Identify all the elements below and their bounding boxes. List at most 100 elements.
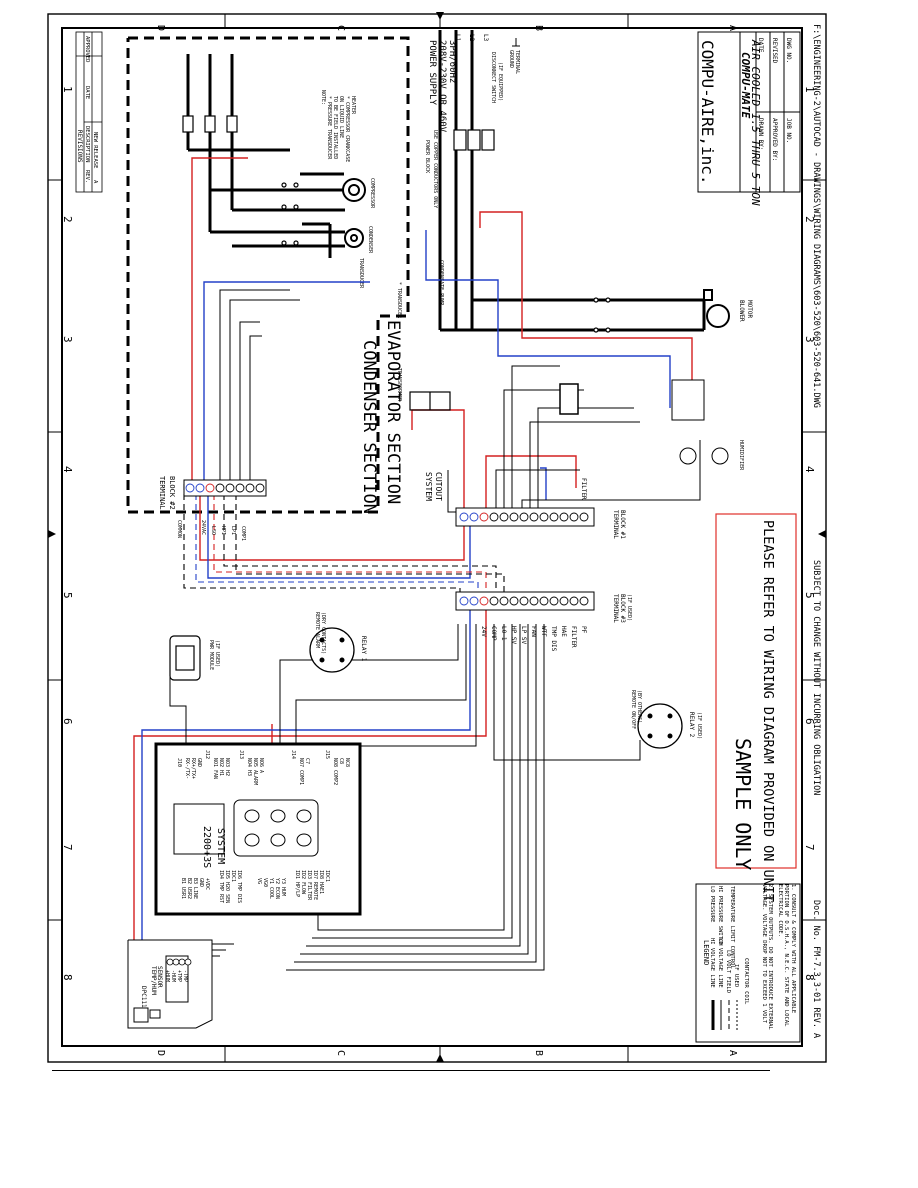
power-supply-voltage: 208V-230V OR 460V [437,40,447,133]
j4-pin-4: Y2 ECON [274,878,280,899]
controller-name: SYSTEM [215,828,226,864]
transducer-note: * TRANSDUCER [396,282,402,319]
job-no: JOB NO. [785,118,792,143]
zone-number: 3 [61,336,74,343]
zone-numbers-right: 1 2 3 4 5 6 7 8 [803,86,816,981]
j4-pin-3: Y1 COOL [268,878,274,899]
zone-number: 1 [61,86,74,93]
line-l3: L3 [482,34,489,42]
tb3-label-24v: 24V [480,626,487,637]
tb2-label-24vac: 24VAC [200,520,206,535]
remote-onoff-label: REMOTE ON/OFF [630,690,636,729]
remote-onoff-note: (BY OTHERS) [636,690,642,723]
j12-label: J12 [204,750,210,759]
blower-label-2: MOTOR [746,300,753,318]
terminal-block-2-title-2: BLOCK #2 [168,476,176,510]
remote-alarm-label: REMOTE ALARM [314,612,320,648]
j12-pin-1: NO1 FAN [212,758,218,779]
terminal-block-2-screws [185,483,265,493]
tb2-label-lso: LSO [210,526,216,535]
legend-item-hi-pressure: HI PRESSURE SWITCH [717,886,723,946]
zone-letter-top-4: A [727,25,738,31]
humidifier-label: HUMIDIFIER [738,440,744,471]
legend-notes-container: 1. CONSULT & COMPLY WITH ALL APPLICABLE … [760,884,796,1030]
terminal-block-1-title-2: BLOCK #1 [619,510,626,539]
compressor-motor [342,178,366,202]
note-line: TO BE FIELD INSTALLED [332,96,338,159]
j3-pin-2: ID5 H2O SEN [224,870,230,903]
tb3-label-wtf: WTF [540,626,547,637]
legend-note-2: 2. SYSTEM OUTPUTS. DO NOT INTRODUCE EXTE… [760,884,774,1030]
blower-label: BLOWER [738,300,745,322]
zone-number: 1 [803,86,816,93]
terminal-block-3-screws [459,596,589,606]
condenser-fan-motor [344,228,364,248]
terminal-block-2-title: TERMINAL [158,476,166,510]
zone-number: 8 [61,974,74,981]
note-line: ON LIQUID LINE [338,96,344,138]
j5-pin-2: ID2 FLOW [300,870,306,895]
doc-number: Doc. No. FM-7.3.3-01 REV. A [811,900,821,1038]
terminal-block-1-screws [459,512,589,522]
lo-volt-field-wiring [183,484,505,600]
tb3-label-lo1: LO 1 [500,626,507,641]
sensor-pin-3: +TMP [176,970,182,982]
j14-pin-1: NO7 COMP1 [298,758,304,785]
legend-item-contactor-coil: CONTACTOR COIL [743,958,749,1005]
disconnect-label: DISCONNECT SWITCH [490,52,496,103]
disclaimer: SUBJECT TO CHANGE WITHOUT INCURRING OBLI… [811,560,821,795]
transformer-label: TRANSFORMER [396,368,402,402]
j4-pin-5: Y3 HUM [280,878,286,896]
zone-number: 6 [803,718,816,725]
system-cutout-label-2: CUTOUT [434,472,443,501]
terminal-block-3-title: TERMINAL [612,594,619,623]
tb3-label-fan: FAN [530,626,537,637]
zone-number: 8 [803,974,816,981]
j10-pin-2: RX+/TX+ [190,758,196,779]
inner-border [61,27,803,1047]
terminal-block-1-title: TERMINAL [612,510,619,539]
legend-note-1: 1. CONSULT & COMPLY WITH ALL APPLICABLE … [776,884,796,1027]
ground-label: GROUND [508,50,514,68]
j10-pin-1: RX-/TX- [184,758,190,779]
tb3-label-tmpdis: TMP DIS [550,626,557,652]
disconnect-note: (IF EQUIPPED) [497,62,503,101]
sensor-pin-4: -TMP [182,970,188,982]
power-supply-phase: 3PH/60Hz [447,40,457,83]
controller-model: 2200+3S [201,826,212,868]
sensor-terminals [166,958,192,966]
title-block [697,31,801,193]
note-line: HEATER [350,96,356,115]
condensate-pump [671,379,705,421]
zone-number: 7 [803,844,816,851]
transducer-label: TRANSDUCER [358,258,364,289]
legend-line-samples [711,1000,738,1030]
condenser-section-boundary [126,36,410,514]
revisions-header-rev: REV. [84,170,90,183]
zone-letter-bottom-1: D [155,1050,166,1056]
zone-letter-bottom-3: B [533,1050,544,1056]
condenser-fan-label: CONDENSER [367,226,373,254]
tb3-label-filter: FILTER [570,626,577,648]
j15-pin-3: NC8 [344,758,350,767]
remote-alarm-note: (DRY CONTACTS) [320,612,326,654]
j5-pin-5: ID8 HAE1 [318,870,324,894]
sensor-label-2: SENSOR [156,966,163,988]
j4-pin-2: VG0 [262,878,268,887]
terminal-block-2 [183,479,267,497]
sensor-label: TEMP/HUM [150,966,157,995]
tb2-label-common: COMMON [176,520,182,538]
legend-box [695,883,801,1043]
j5-pin-6: IDC1 [324,870,330,882]
note-line: * COMPRESSOR CRANKCASE [344,96,350,162]
zone-letter-top-3: B [533,25,544,31]
j10-label: J10 [176,758,182,767]
system-cutout-label: SYSTEM [424,472,433,501]
zone-letter-top-2: C [335,25,346,31]
transformer [409,391,451,411]
tb3-label-lpsv: LP SV [520,626,527,644]
contactor-contacts [182,115,611,333]
product-name: COMPU-MATE [739,52,752,119]
line-l2: L2 [468,34,475,42]
sample-notice-box [715,513,797,869]
